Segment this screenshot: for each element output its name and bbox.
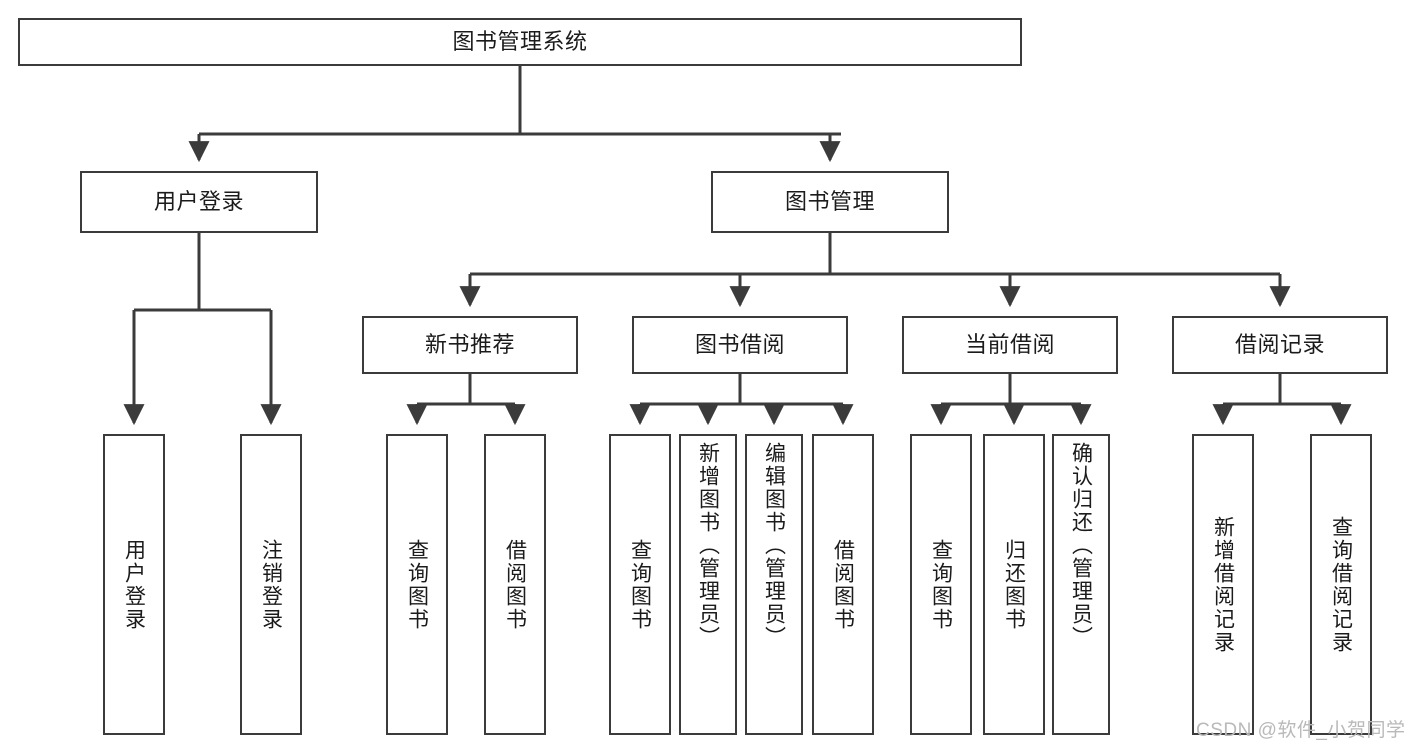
node-leaf-borrow-book[interactable]: 借阅图书	[812, 434, 874, 735]
node-book-management[interactable]: 图书管理	[711, 171, 949, 233]
node-label: 图书管理系统	[452, 29, 588, 55]
node-leaf-edit-book-admin[interactable]: 编辑图书（管理员）	[745, 434, 803, 735]
node-leaf-user-login[interactable]: 用户登录	[103, 434, 165, 735]
edge-borrow-to-leaves	[629, 374, 854, 426]
node-leaf-add-borrow-record[interactable]: 新增借阅记录	[1192, 434, 1254, 735]
edge-record-to-leaves	[1212, 374, 1352, 426]
node-label: 用户登录	[122, 538, 146, 631]
node-label: 归还图书	[1002, 538, 1026, 631]
node-label: 用户登录	[153, 189, 244, 215]
node-label: 查询图书	[405, 538, 429, 631]
node-label: 图书管理	[784, 189, 875, 215]
node-root-system[interactable]: 图书管理系统	[18, 18, 1022, 66]
node-leaf-query-book-borrow[interactable]: 查询图书	[609, 434, 671, 735]
node-label: 注销登录	[259, 538, 283, 631]
node-label: 借阅图书	[503, 538, 527, 631]
node-leaf-logout[interactable]: 注销登录	[240, 434, 302, 735]
node-label: 编辑图书（管理员）	[762, 442, 786, 649]
node-label: 新增借阅记录	[1211, 515, 1235, 654]
edge-current-to-leaves	[930, 374, 1092, 426]
node-new-book-recommend[interactable]: 新书推荐	[362, 316, 578, 374]
node-leaf-add-book-admin[interactable]: 新增图书（管理员）	[679, 434, 737, 735]
node-label: 图书借阅	[694, 332, 785, 358]
node-user-login[interactable]: 用户登录	[80, 171, 318, 233]
node-label: 查询图书	[929, 538, 953, 631]
node-leaf-return-book[interactable]: 归还图书	[983, 434, 1045, 735]
edge-user-login-to-leaves	[123, 233, 282, 426]
node-label: 查询借阅记录	[1329, 515, 1353, 654]
node-leaf-confirm-return-admin[interactable]: 确认归还（管理员）	[1052, 434, 1110, 735]
node-label: 新增图书（管理员）	[696, 442, 720, 649]
node-label: 查询图书	[628, 538, 652, 631]
node-current-borrow[interactable]: 当前借阅	[902, 316, 1118, 374]
node-label: 借阅图书	[831, 538, 855, 631]
node-label: 当前借阅	[964, 332, 1055, 358]
node-book-borrow[interactable]: 图书借阅	[632, 316, 848, 374]
watermark: CSDN @软件_小贺同学	[1196, 720, 1405, 741]
node-label: 新书推荐	[424, 332, 515, 358]
node-borrow-record[interactable]: 借阅记录	[1172, 316, 1388, 374]
node-label: 确认归还（管理员）	[1069, 442, 1093, 649]
node-leaf-query-borrow-record[interactable]: 查询借阅记录	[1310, 434, 1372, 735]
node-leaf-borrow-book-recommend[interactable]: 借阅图书	[484, 434, 546, 735]
node-label: 借阅记录	[1234, 332, 1325, 358]
node-leaf-query-book-current[interactable]: 查询图书	[910, 434, 972, 735]
node-leaf-query-book-recommend[interactable]: 查询图书	[386, 434, 448, 735]
edge-book-manage-to-level3	[459, 233, 1291, 308]
edge-root-to-level2	[188, 66, 841, 163]
edge-recommend-to-leaves	[406, 374, 526, 426]
